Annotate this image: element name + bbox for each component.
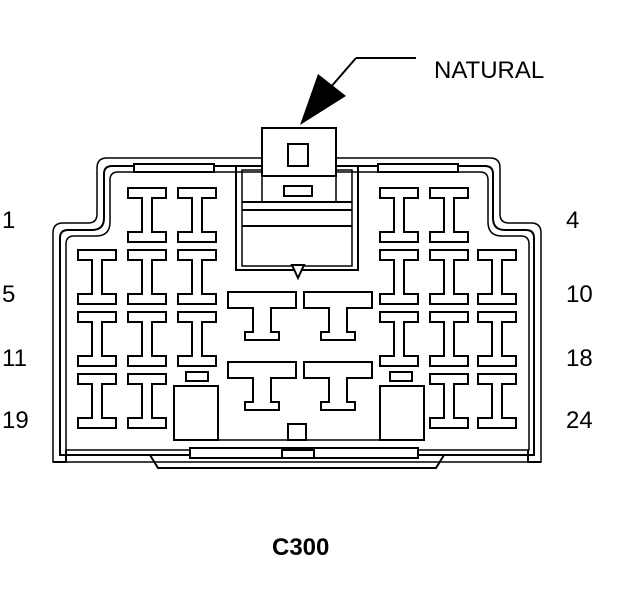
connector-id: C300 bbox=[272, 534, 329, 561]
center-lock bbox=[235, 127, 359, 281]
terminal-cavity-small bbox=[177, 311, 217, 367]
small-terminal-cavities bbox=[77, 187, 517, 429]
terminal-cavity-small bbox=[127, 311, 167, 367]
pin-label-24: 24 bbox=[566, 407, 593, 434]
terminal-cavity-small bbox=[127, 187, 167, 243]
pin-label-4: 4 bbox=[566, 207, 579, 234]
color-label: NATURAL bbox=[434, 57, 544, 84]
terminal-cavity-large bbox=[227, 361, 297, 411]
terminal-cavity-small bbox=[429, 249, 469, 305]
pin-label-18: 18 bbox=[566, 345, 593, 372]
pin-label-19: 19 bbox=[2, 407, 29, 434]
terminal-cavity-small bbox=[477, 249, 517, 305]
pin-label-5: 5 bbox=[2, 281, 15, 308]
terminal-cavity-small bbox=[177, 187, 217, 243]
terminal-cavity-small bbox=[379, 249, 419, 305]
terminal-cavity-small bbox=[429, 187, 469, 243]
terminal-cavity-small bbox=[379, 187, 419, 243]
terminal-cavity-small bbox=[177, 249, 217, 305]
connector-body bbox=[52, 157, 542, 469]
terminal-cavity-small bbox=[477, 373, 517, 429]
terminal-cavity-large bbox=[303, 291, 373, 341]
terminal-cavity-small bbox=[379, 311, 419, 367]
callout-arrowhead bbox=[300, 74, 346, 125]
terminal-cavity-large bbox=[227, 291, 297, 341]
terminal-cavity-small bbox=[429, 311, 469, 367]
terminal-cavity-small bbox=[477, 311, 517, 367]
callout-leader bbox=[300, 57, 416, 125]
pin-label-11: 11 bbox=[2, 345, 27, 372]
center-bottom-tab bbox=[287, 423, 307, 441]
large-terminal-cavities bbox=[227, 291, 373, 411]
terminal-cavity-small bbox=[77, 311, 117, 367]
terminal-cavity-small bbox=[127, 249, 167, 305]
terminal-cavity-small bbox=[429, 373, 469, 429]
terminal-cavity-small bbox=[77, 373, 117, 429]
keyway-left bbox=[185, 371, 209, 382]
terminal-cavity-small bbox=[127, 373, 167, 429]
pin-label-1: 1 bbox=[2, 207, 15, 234]
blank-cavity-left bbox=[173, 385, 219, 441]
terminal-cavity-large bbox=[303, 361, 373, 411]
keyway-right bbox=[389, 371, 413, 382]
terminal-cavity-small bbox=[77, 249, 117, 305]
pin-label-10: 10 bbox=[566, 281, 593, 308]
blank-cavity-right bbox=[379, 385, 425, 441]
